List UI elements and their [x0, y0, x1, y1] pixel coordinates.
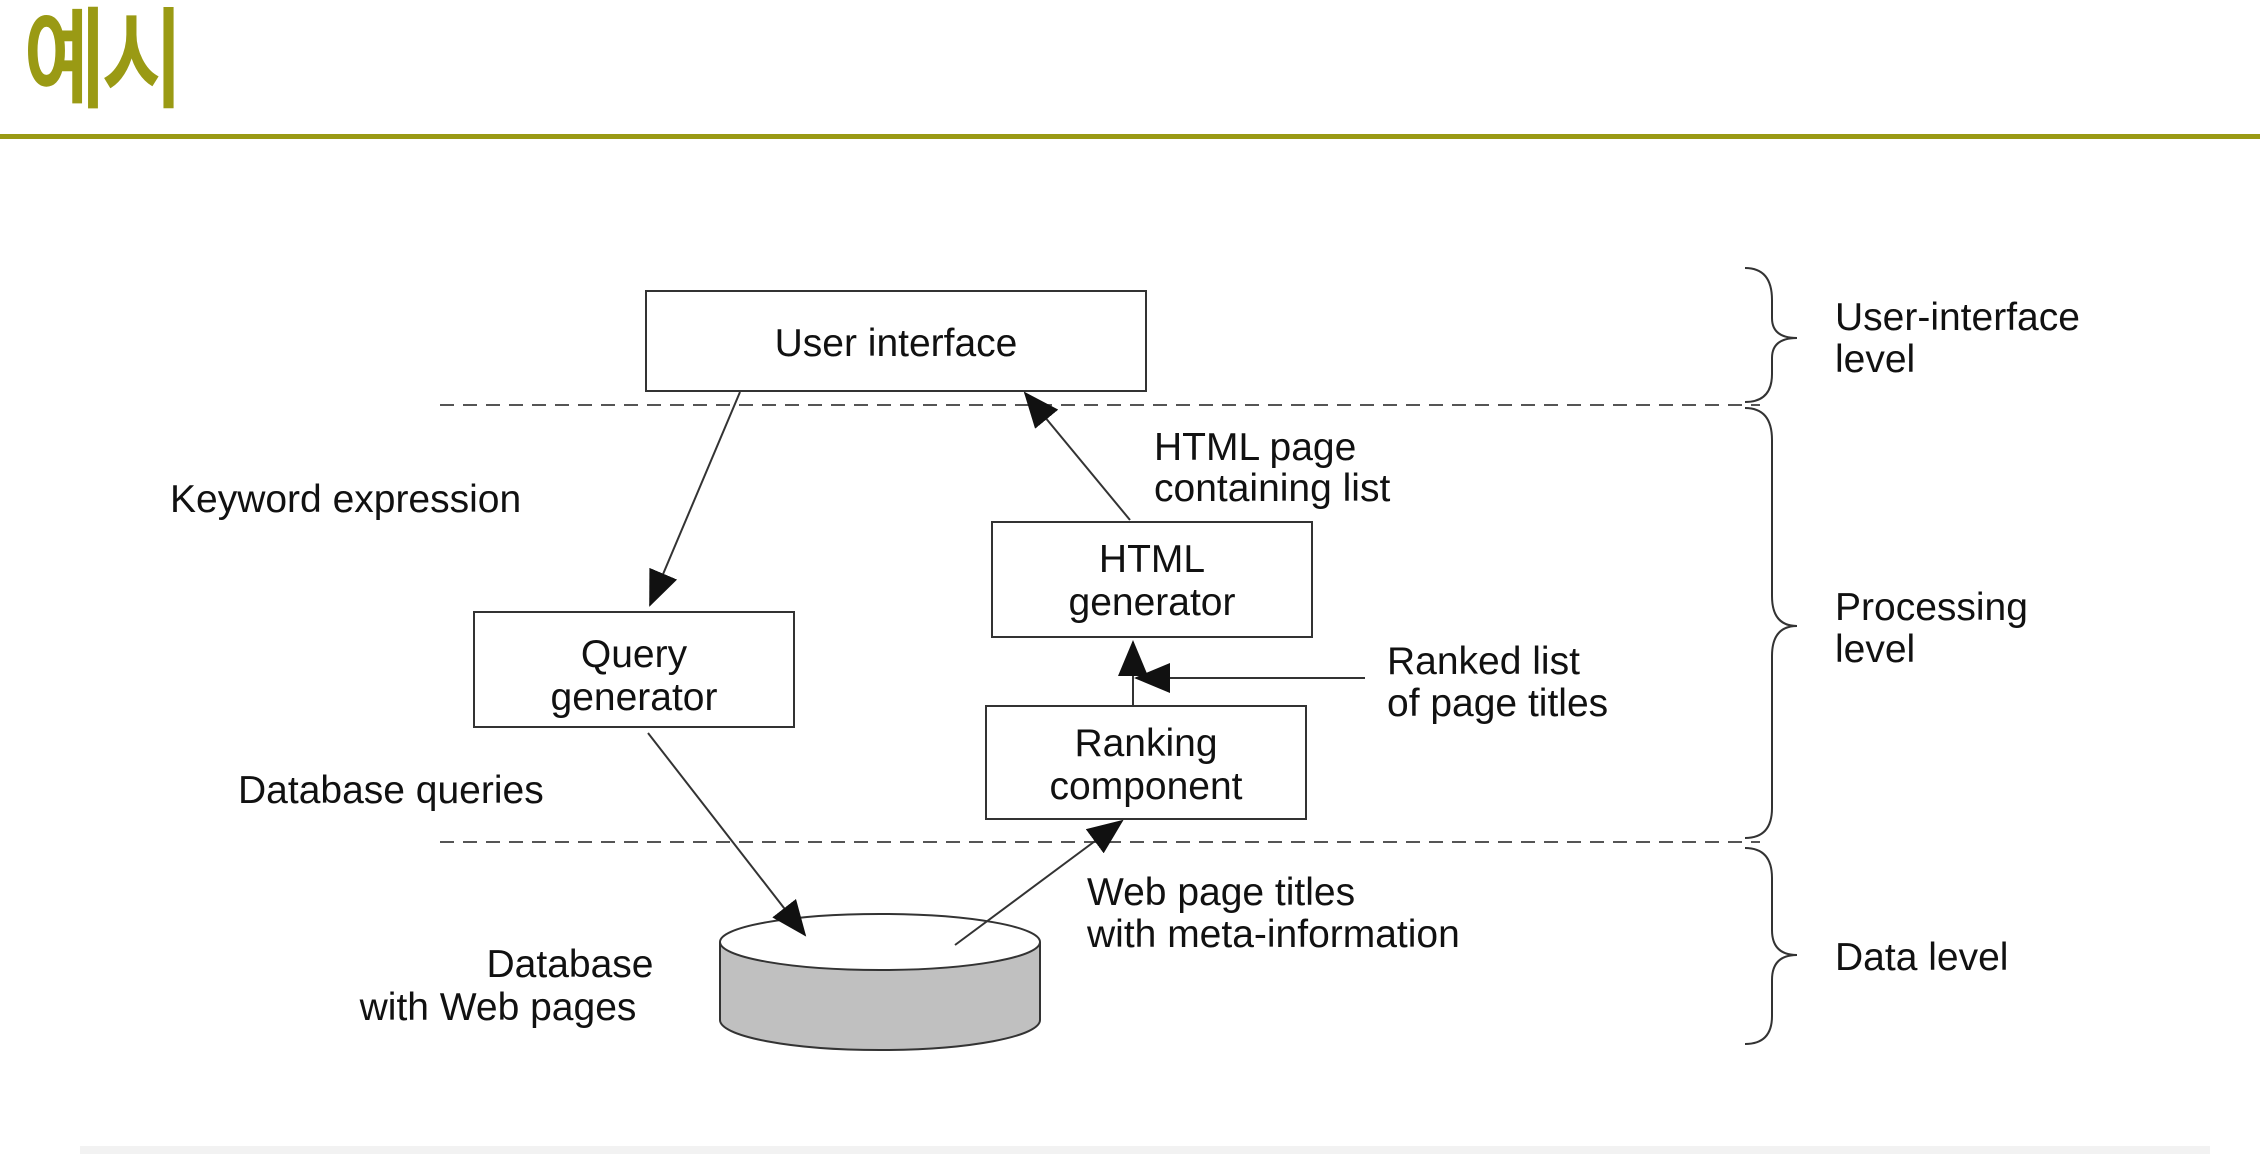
user-interface-level-label-line1: User-interface — [1835, 296, 2080, 339]
processing-level-label-line2: level — [1835, 628, 1915, 671]
ranked-list-label-line2: of page titles — [1387, 682, 1608, 725]
database-label-line1: Database — [487, 943, 654, 986]
html-generator-label-line2: generator — [1069, 581, 1236, 624]
database-queries-label: Database queries — [238, 769, 544, 812]
footer-strip — [80, 1146, 2210, 1154]
ranking-component-label-line1: Ranking — [1074, 722, 1217, 765]
html-page-label-line1: HTML page — [1154, 426, 1356, 469]
html-page-label-line2: containing list — [1154, 467, 1390, 510]
data-level-brace — [1744, 847, 1798, 1045]
title-divider — [0, 134, 2260, 139]
processing-level-label-line1: Processing — [1835, 586, 2028, 629]
user-interface-label: User interface — [775, 322, 1018, 365]
user-interface-level-label-line2: level — [1835, 338, 1915, 381]
html-generator-box: HTML generator — [991, 521, 1313, 638]
arrow-database-to-ranking — [954, 819, 1124, 946]
query-generator-label-line1: Query — [581, 633, 688, 676]
web-page-titles-label-line2: with meta-information — [1086, 913, 1460, 956]
ranking-component-box: Ranking component — [985, 705, 1307, 820]
user-interface-box: User interface — [645, 290, 1147, 392]
processing-level-brace — [1744, 407, 1798, 839]
database-label-line2: with Web pages — [359, 986, 637, 1029]
keyword-expression-label: Keyword expression — [170, 478, 521, 521]
query-generator-label-line2: generator — [551, 676, 718, 719]
arrow-html-to-ui — [1023, 391, 1131, 521]
arrow-ui-to-query — [649, 391, 741, 607]
html-generator-label-line1: HTML — [1099, 538, 1205, 581]
ranking-component-label-line2: component — [1050, 765, 1243, 808]
query-generator-box: Query generator — [473, 611, 795, 728]
ranked-list-label-line1: Ranked list — [1387, 640, 1580, 683]
database-cylinder — [719, 913, 1041, 1051]
data-level-label: Data level — [1835, 936, 2008, 979]
slide-title: 예시 — [24, 0, 184, 124]
arrow-query-to-database — [647, 732, 807, 937]
user-interface-level-brace — [1744, 267, 1798, 403]
web-page-titles-label-line1: Web page titles — [1087, 871, 1355, 914]
